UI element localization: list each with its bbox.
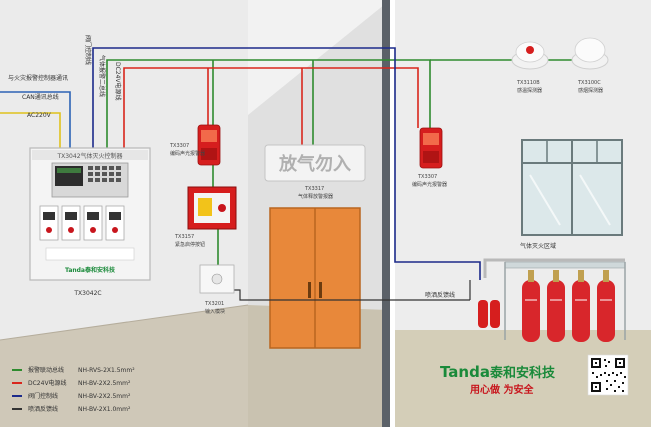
brand-name-latin: Tanda [440,363,490,381]
alarm-right-device [419,127,443,169]
emergency-button-model: TX3157 [174,234,194,240]
label-dc24v: DC24V电源线 [114,62,122,101]
smoke-detector-model: TX3110B [516,80,540,86]
legend: 报警联动总线 NH-RVS-2X1.5mm² DC24V电源线 NH-BV-2X… [12,366,135,413]
dc24v-wire [123,67,419,148]
zone-modules [39,205,125,241]
alarm-left-device [197,124,221,166]
controller-model: TX3042C [73,290,101,297]
label-fire-controller-comm: 与火灾报警控制器通讯 [8,74,68,82]
label-spray-feedback: 喷洒反馈线 [425,291,455,299]
label-ac220v: AC220V [27,112,52,119]
legend-item-spec: NH-RVS-2X1.5mm² [78,367,135,374]
extinguishing-zone-label: 气体灭火区域 [520,242,556,250]
valve-control-wire [92,47,481,280]
release-sign-model: TX3317 [304,186,324,192]
alarm-left-name: 编码声光报警器 [170,150,205,157]
release-sign-text: 放气勿入 [278,153,351,175]
legend-item-spec: NH-BV-2X1.0mm² [78,406,131,413]
alarm-left-model: TX3307 [169,143,189,149]
emergency-button-device [187,186,237,230]
brand-slogan: 用心做 为安全 [469,383,534,396]
heat-detector-model: TX3100C [577,80,601,86]
emergency-button-name: 紧急启停按钮 [175,241,205,248]
label-valve-control: 阀门控制线 [84,35,92,65]
legend-item-spec: NH-BV-2X2.5mm² [78,393,131,400]
smoke-detector-device [511,41,549,70]
label-can-bus: CAN通讯总线 [22,93,59,101]
alarm-right-model: TX3307 [417,174,437,180]
door [269,207,361,349]
brand-block: Tanda 泰和安科技 用心做 为安全 [440,363,556,396]
legend-item-label: DC24V电源线 [28,379,67,387]
input-module-model: TX3201 [204,301,224,307]
input-module-device [199,264,235,294]
gas-cylinder-rack [478,258,626,342]
controller-cabinet: TX3042气体灭火控制器 Tanda泰和安科技 [29,147,151,281]
controller-brand: Tanda泰和安科技 [65,266,116,274]
legend-item-spec: NH-BV-2X2.5mm² [78,380,131,387]
label-alarm-bus: 气体报警二总线 [98,55,106,97]
alarm-bus-wire [106,59,431,148]
qr-code [587,354,629,396]
smoke-detector-name: 感温探测器 [517,87,542,94]
alarm-right-name: 编码声光报警器 [412,181,447,188]
legend-item-label: 喷洒反馈线 [28,405,58,413]
heat-detector-device [571,37,609,70]
release-sign-name: 气体释放警报器 [298,193,333,200]
legend-item-label: 阀门控制线 [28,392,58,400]
release-sign-device: 放气勿入 [264,144,366,182]
wiring [0,47,591,301]
controller-panel-title: TX3042气体灭火控制器 [56,152,122,160]
heat-detector-name: 感烟探测器 [578,87,603,94]
input-module-name: 输入模块 [205,308,225,315]
legend-item-label: 报警联动总线 [28,366,64,374]
window [521,139,623,236]
brand-name-cn: 泰和安科技 [489,365,556,381]
